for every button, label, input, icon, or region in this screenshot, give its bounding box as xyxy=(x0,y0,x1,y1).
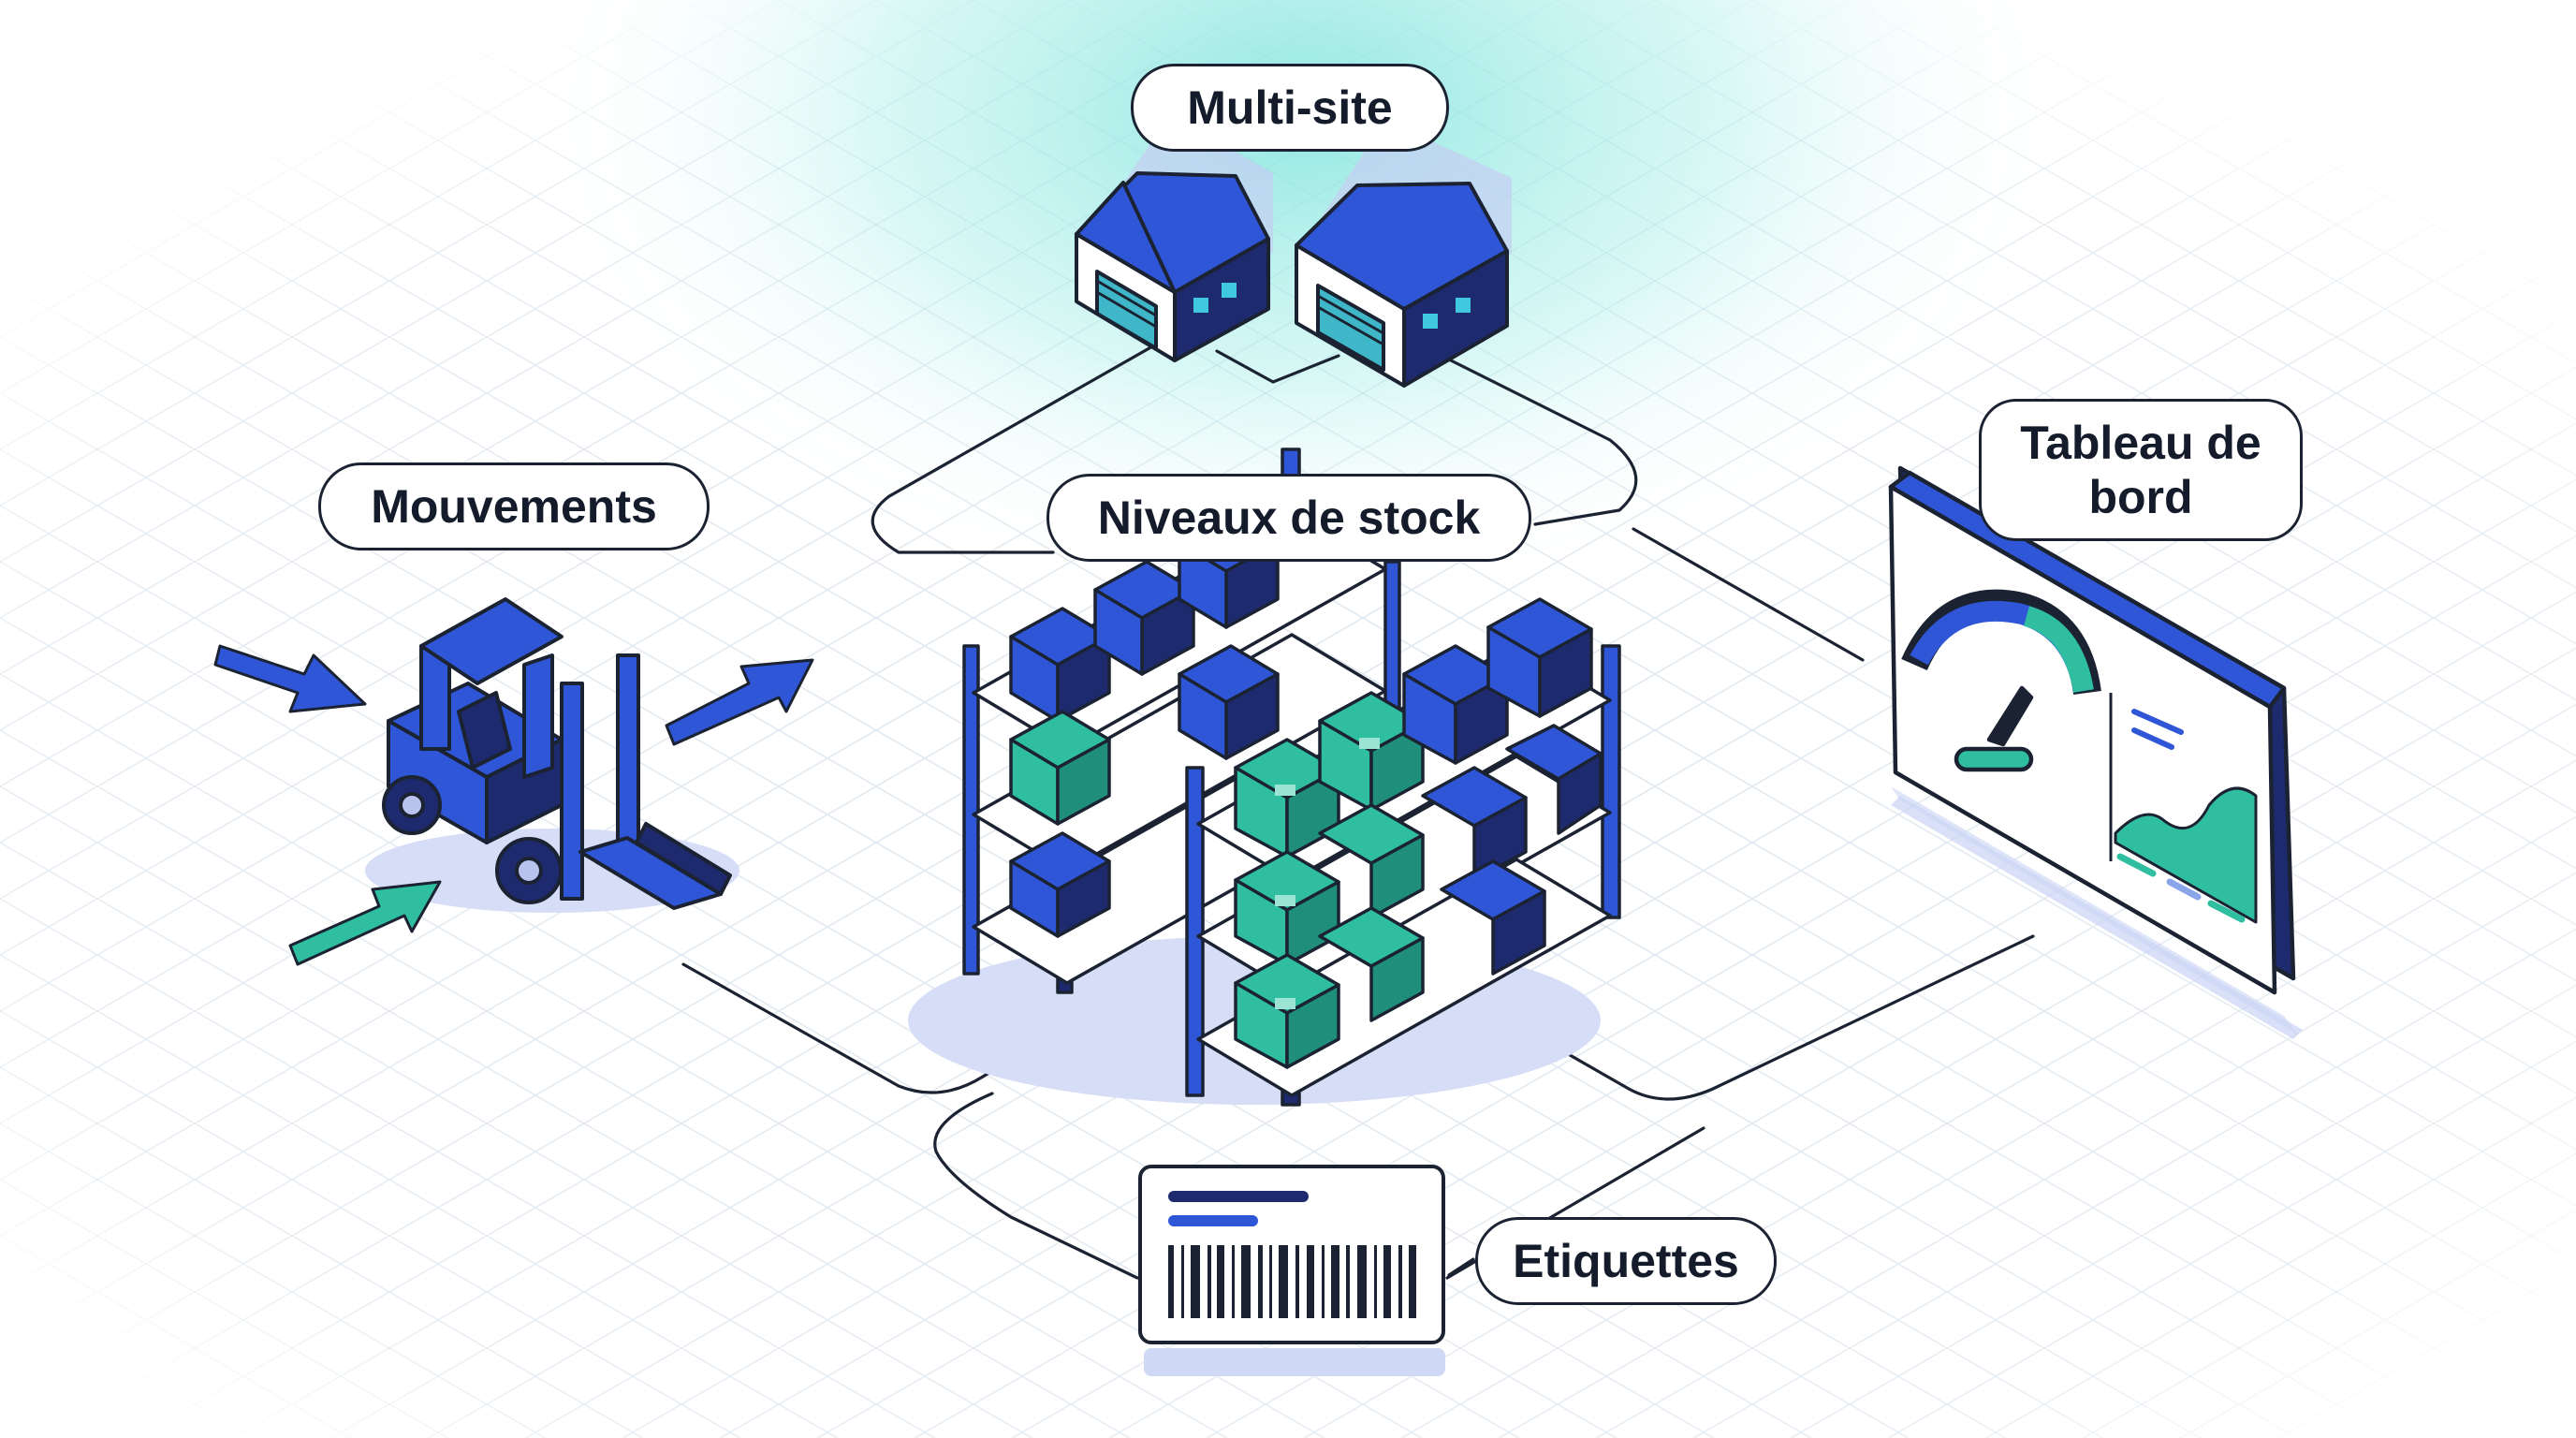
warehouse-icon xyxy=(1295,120,1512,388)
warehouse-icon xyxy=(1075,114,1273,362)
forklift-icon xyxy=(365,597,739,913)
label-tableau-de-bord: Tableau de bord xyxy=(1979,399,2303,541)
label-multi-site: Multi-site xyxy=(1131,64,1449,152)
dashboard-monitor-icon xyxy=(1888,465,2303,1039)
label-niveaux-de-stock: Niveaux de stock xyxy=(1046,474,1531,562)
movement-arrow-icon xyxy=(213,644,367,713)
barcode-label-icon xyxy=(1138,1165,1445,1376)
movement-arrow-icon xyxy=(665,658,814,746)
label-mouvements: Mouvements xyxy=(318,462,710,550)
shelving-rack-icon xyxy=(908,448,1621,1107)
connector-lines xyxy=(681,340,2035,1280)
label-etiquettes: Etiquettes xyxy=(1475,1217,1777,1305)
movement-arrow-icon xyxy=(288,880,442,966)
